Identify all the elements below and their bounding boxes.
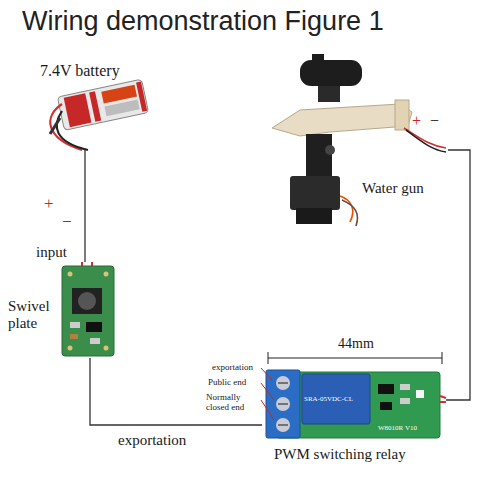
wire	[84, 150, 85, 262]
battery-picture-part-part	[64, 93, 92, 127]
water-gun-picture-part	[272, 104, 412, 136]
regulator-board-part	[104, 346, 109, 351]
battery-picture	[50, 79, 149, 150]
water-gun-picture-part	[404, 128, 446, 148]
regulator-board-part	[68, 272, 73, 277]
regulator-node: Swivel plate	[8, 262, 120, 358]
water-gun-picture-part	[340, 196, 353, 222]
relay-board-part	[276, 372, 440, 438]
water-gun-picture-part	[395, 100, 409, 130]
regulator-board-part	[104, 272, 109, 277]
polarity-mark: +	[412, 112, 421, 130]
regulator-board-part	[62, 266, 114, 356]
wire	[90, 358, 262, 425]
regulator-board-part	[70, 334, 78, 339]
polarity-mark: +	[44, 194, 54, 214]
battery-picture-part	[57, 79, 148, 130]
regulator-board-part	[72, 288, 102, 314]
regulator-board-part	[90, 338, 100, 344]
battery-picture-part-part	[57, 79, 148, 130]
water-gun-picture-part	[318, 86, 340, 102]
polarity-mark: −	[62, 212, 72, 232]
port-name: input	[36, 244, 67, 261]
battery-picture-part	[57, 111, 88, 150]
polarity-mark: −	[430, 112, 439, 130]
battery-picture-part-part	[136, 81, 147, 111]
relay-node: PWM switching relay	[262, 366, 446, 470]
part-marking: SRA-05VDC-CL	[304, 395, 353, 403]
relay-board-part	[440, 396, 446, 402]
relay-board-part	[380, 402, 392, 410]
dimension-line-part	[268, 352, 442, 364]
relay-board-part	[400, 384, 410, 390]
dimension-line	[268, 352, 442, 364]
battery-picture-part-part	[104, 99, 139, 116]
regulator-board	[62, 262, 114, 356]
relay-board	[266, 370, 446, 438]
regulator-board-part	[78, 292, 96, 310]
relay-board-part	[302, 374, 370, 424]
battery-picture-part-part	[89, 91, 101, 122]
relay-board-part	[266, 370, 300, 438]
water-gun-node: Water gun	[262, 52, 448, 232]
component-label: 7.4V battery	[40, 62, 160, 80]
regulator-board-part	[86, 322, 102, 332]
leader-lines-part	[261, 368, 274, 420]
part-marking: W8010R V10	[378, 424, 417, 432]
port-name: exportation	[118, 432, 186, 449]
component-label: PWM switching relay	[274, 446, 444, 463]
water-gun-picture-part	[300, 60, 362, 86]
diagram-title: Wiring demonstration Figure 1	[22, 6, 384, 37]
component-label: Swivel plate	[8, 298, 60, 333]
water-gun-picture-part	[325, 145, 335, 155]
relay-board-part	[416, 390, 424, 398]
water-gun-picture	[272, 54, 446, 226]
water-gun-picture-part	[342, 200, 357, 226]
water-gun-picture-part	[312, 54, 324, 62]
relay-board-part	[378, 384, 394, 394]
battery-picture-part	[50, 118, 60, 134]
water-gun-picture-part	[296, 208, 332, 224]
relay-board-part	[278, 383, 288, 425]
water-gun-picture-part	[406, 130, 446, 152]
component-label: Water gun	[362, 180, 446, 197]
regulator-board-part	[68, 346, 73, 351]
battery-picture-part	[50, 104, 82, 150]
relay-board-part	[400, 398, 410, 404]
terminal-name: Normally closed end	[206, 392, 258, 413]
terminal-name: exportation	[212, 362, 253, 372]
terminal-name: Public end	[208, 377, 260, 387]
water-gun-picture-part	[290, 176, 340, 210]
battery-node: 7.4V battery	[30, 62, 170, 150]
dimension: 44mm	[338, 336, 374, 352]
leader-lines	[261, 368, 274, 420]
wire	[446, 150, 470, 400]
regulator-board-part	[70, 322, 80, 328]
